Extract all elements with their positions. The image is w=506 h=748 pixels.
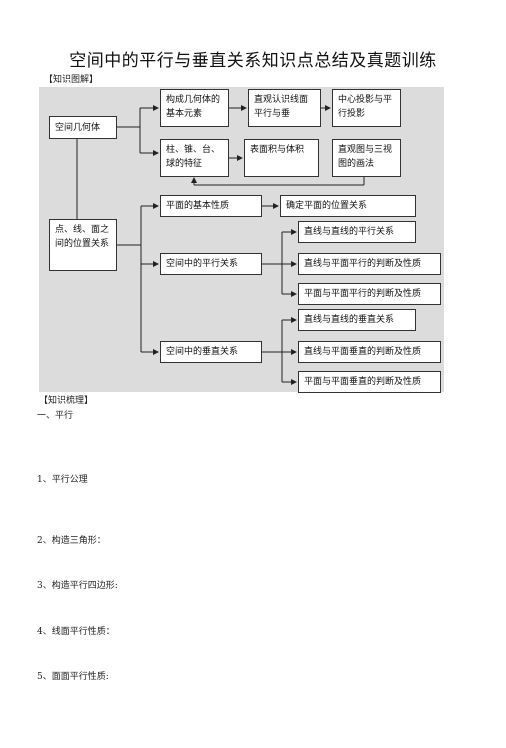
- list-item: 3、构造平行四边形:: [37, 581, 118, 591]
- node-solid-geometry: 空间几何体: [49, 116, 117, 139]
- page-title: 空间中的平行与垂直关系知识点总结及真题训练: [69, 51, 437, 71]
- list-item: 2、构造三角形：: [37, 536, 106, 546]
- section-label-review: 【知识梳理】: [39, 396, 94, 406]
- node-line-line-perp: 直线与直线的垂直关系: [298, 309, 416, 331]
- list-item: 4、线面平行性质：: [37, 627, 115, 637]
- node-basic-elements: 构成几何体的基本元素: [160, 89, 229, 127]
- node-central-projection: 中心投影与平行投影: [332, 89, 401, 127]
- list-item: 1、平行公理: [37, 475, 88, 485]
- node-plane-plane-parallel: 平面与平面平行的判断及性质: [298, 283, 441, 305]
- heading-parallel: 一、平行: [37, 411, 74, 421]
- node-surface-volume: 表面积与体积: [244, 139, 319, 177]
- node-perpendicular-in-space: 空间中的垂直关系: [160, 341, 262, 363]
- node-plane-plane-perp: 平面与平面垂直的判断及性质: [298, 371, 441, 393]
- node-parallel-in-space: 空间中的平行关系: [160, 253, 262, 275]
- node-line-line-parallel: 直线与直线的平行关系: [298, 221, 416, 243]
- node-three-view: 直观图与三视图的画法: [332, 139, 401, 177]
- section-label-diagram: 【知识图解】: [44, 75, 99, 85]
- node-point-line-plane: 点、线、面之间的位置关系: [49, 219, 117, 271]
- node-prism-pyramid-sphere: 柱、锥、台、球的特征: [160, 139, 229, 177]
- node-line-plane-parallel: 直线与平面平行的判断及性质: [298, 253, 441, 275]
- node-plane-basic-property: 平面的基本性质: [160, 195, 262, 217]
- node-intuitive-perception: 直观认识线面平行与垂: [248, 89, 321, 127]
- node-line-plane-perp: 直线与平面垂直的判断及性质: [298, 341, 441, 363]
- list-item: 5、面面平行性质:: [37, 672, 109, 682]
- node-determine-plane: 确定平面的位置关系: [280, 195, 416, 217]
